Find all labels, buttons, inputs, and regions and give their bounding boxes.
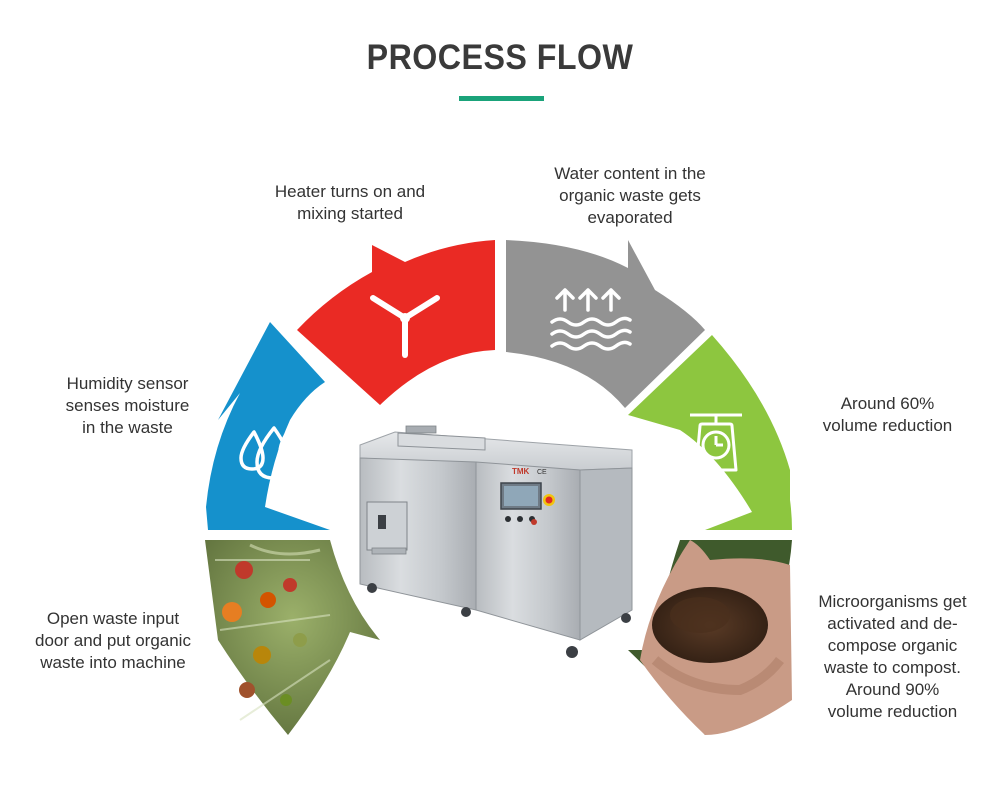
evaporation-icon <box>550 288 632 351</box>
step-3-caption: Heater turns on and mixing started <box>245 181 455 225</box>
title-underline <box>459 96 544 101</box>
caption-line: waste to compost. <box>823 658 961 677</box>
machine-brand-label: TMK <box>512 467 530 476</box>
composting-machine: TMK CE <box>359 425 633 658</box>
caption-line: Open waste input <box>46 609 180 628</box>
machine-side-door <box>366 501 408 551</box>
caption-line: Humidity sensor <box>66 374 189 393</box>
caption-line: volume reduction <box>822 416 953 435</box>
caption-line: evaporated <box>587 208 673 227</box>
machine-input-lid <box>397 432 486 451</box>
compost-in-hands-photo <box>628 540 792 735</box>
caption-line: door and put organic <box>35 631 191 650</box>
caption-line: Microorganisms get <box>818 592 967 611</box>
caption-line: Around 90% <box>845 680 940 699</box>
caption-line: compose organic <box>827 636 958 655</box>
step-1-caption: Open waste input door and put organic wa… <box>18 608 208 674</box>
machine-marks-label: CE <box>537 469 547 476</box>
caption-line: Water content in the <box>554 164 706 183</box>
step-5-caption: Around 60% volume reduction <box>800 393 975 437</box>
step-6-caption: Microorganisms get activated and de- com… <box>800 591 985 723</box>
step-humidity-segment <box>206 322 330 530</box>
caption-line: waste into machine <box>40 653 186 672</box>
caption-line: in the waste <box>82 418 173 437</box>
caption-line: mixing started <box>297 204 403 223</box>
caption-line: Around 60% <box>840 394 935 413</box>
caption-line: Heater turns on and <box>274 182 426 201</box>
water-drops-icon <box>239 418 312 480</box>
caption-line: activated and de- <box>827 614 958 633</box>
mixing-blade-icon <box>370 295 440 358</box>
machine-button <box>517 516 523 522</box>
page-title: PROCESS FLOW <box>366 38 634 77</box>
caption-line: volume reduction <box>827 702 958 721</box>
machine-button <box>505 516 511 522</box>
caption-line: organic waste gets <box>559 186 701 205</box>
step-2-caption: Humidity sensor senses moisture in the w… <box>40 373 215 439</box>
caption-line: senses moisture <box>65 396 190 415</box>
step-4-caption: Water content in the organic waste gets … <box>520 163 740 229</box>
organic-waste-photo <box>205 540 380 735</box>
weighing-scale-icon <box>690 413 742 472</box>
step-heater-segment <box>297 240 495 405</box>
